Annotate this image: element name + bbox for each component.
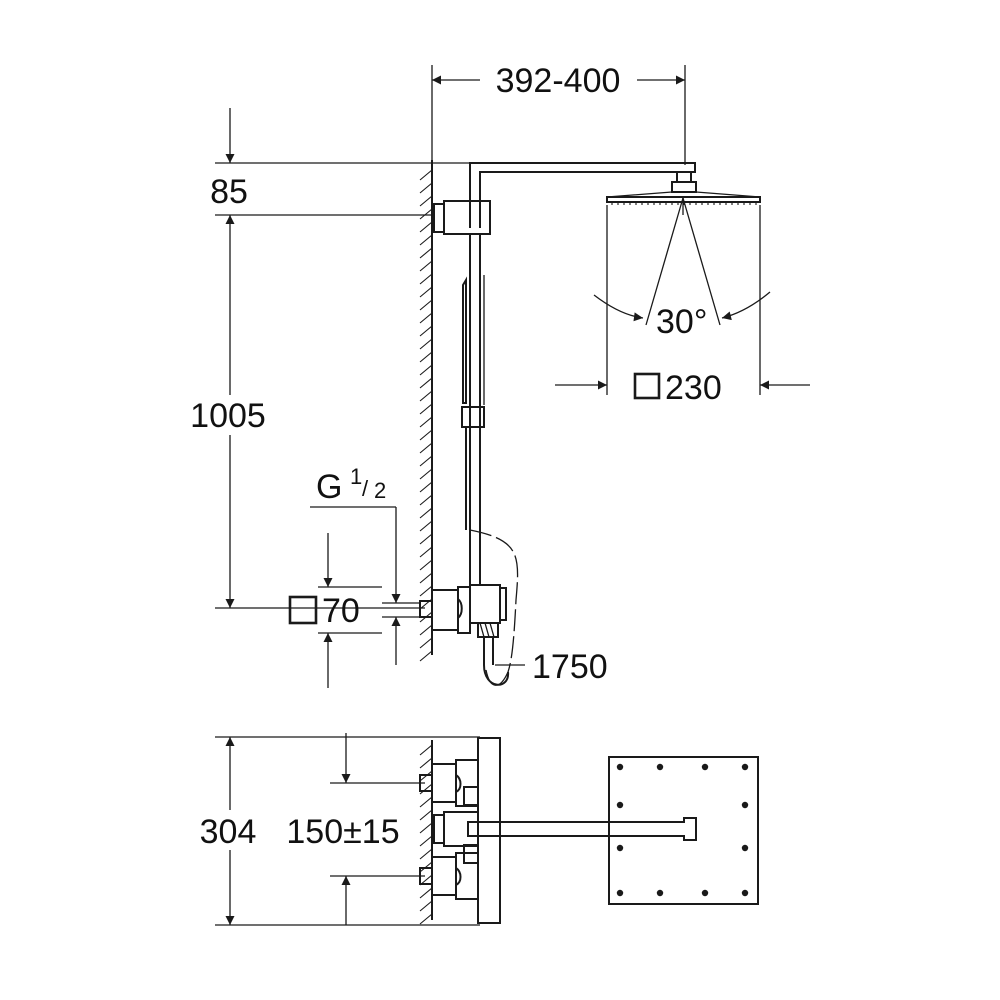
thermostat-top: [419, 737, 501, 924]
wall-hatch-line: [419, 585, 433, 597]
wall-hatch-line: [419, 299, 433, 311]
wall-hatch-line: [419, 221, 433, 233]
dim-hose-length: 1750: [495, 648, 608, 686]
wall-hatch-line: [419, 887, 433, 899]
wall-hatch-line: [419, 390, 433, 402]
head-top: [608, 756, 759, 905]
thread-numerator: 1: [350, 464, 362, 489]
nozzle-dot: [741, 844, 749, 852]
thermostat-valve: [419, 584, 510, 686]
wall-hatch-line: [419, 546, 433, 558]
wall-hatch-line: [419, 520, 433, 532]
nozzle-dot: [616, 889, 624, 897]
wall-hatch-line: [419, 507, 433, 519]
wall-hatch-line: [419, 169, 433, 181]
wall-hatch-line: [419, 848, 433, 860]
dim-depth: 304: [200, 736, 480, 926]
hand-shower: [461, 275, 485, 530]
valve-square-label: 70: [322, 592, 360, 630]
hose-length-label: 1750: [532, 648, 608, 686]
nozzle-dot: [616, 844, 624, 852]
thread-slash: /: [362, 476, 369, 501]
wall-hatch-line: [419, 900, 433, 912]
top-offset-label: 85: [210, 173, 248, 211]
shower-head: [606, 171, 761, 395]
nozzle-dot: [741, 889, 749, 897]
wall-hatch-line: [419, 312, 433, 324]
nozzle-dot: [701, 889, 709, 897]
nozzle-dot: [616, 801, 624, 809]
nozzle-dot: [741, 763, 749, 771]
dim-spacing: 150±15: [286, 733, 425, 925]
wall-front: [419, 160, 433, 662]
wall-hatch-line: [419, 744, 433, 756]
wall-hatch-line: [419, 325, 433, 337]
wall-hatch-line: [419, 208, 433, 220]
thread-label: G: [316, 468, 342, 506]
thread-denominator: 2: [374, 478, 386, 503]
dim-head-square: 230: [555, 369, 810, 407]
wall-hatch-line: [419, 377, 433, 389]
wall-hatch-line: [419, 533, 433, 545]
wall-hatch-line: [419, 624, 433, 636]
arm-top: [467, 817, 697, 841]
wall-hatch-line: [419, 182, 433, 194]
wall-hatch-line: [419, 809, 433, 821]
wall-hatch-line: [419, 273, 433, 285]
wall-hatch-line: [419, 835, 433, 847]
wall-hatch-line: [419, 416, 433, 428]
head-square-label: 230: [665, 369, 722, 407]
dim-arm-length: 392-400: [431, 62, 686, 165]
dim-top-offset: 85: [210, 108, 470, 260]
nozzle-dot: [656, 763, 664, 771]
arm-length-label: 392-400: [496, 62, 621, 100]
wall-hatch-line: [419, 260, 433, 272]
top-view: 304 150±15: [200, 733, 759, 926]
square-symbol: [633, 372, 661, 400]
wall-bracket: [433, 200, 491, 235]
nozzle-dot: [656, 889, 664, 897]
dim-valve-square: 70: [288, 533, 420, 688]
wall-hatch-line: [419, 650, 433, 662]
wall-hatch-line: [419, 429, 433, 441]
wall-hatch-line: [419, 364, 433, 376]
shower-arm: [469, 162, 696, 228]
dim-head-angle: 30°: [593, 291, 771, 341]
dim-height: 1005: [190, 260, 425, 609]
nozzle-dot: [616, 763, 624, 771]
depth-label: 304: [200, 813, 257, 851]
wall-hatch-line: [419, 637, 433, 649]
wall-hatch-line: [419, 559, 433, 571]
wall-hatch-line: [419, 195, 433, 207]
wall-hatch-line: [419, 442, 433, 454]
wall-hatch-line: [419, 757, 433, 769]
wall-hatch-line: [419, 481, 433, 493]
spacing-label: 150±15: [286, 813, 399, 851]
front-view: 392-400 85 1005: [190, 62, 810, 688]
wall-hatch-line: [419, 796, 433, 808]
wall-hatch-line: [419, 286, 433, 298]
wall-hatch-line: [419, 234, 433, 246]
square-symbol: [288, 595, 318, 625]
wall-hatch-line: [419, 572, 433, 584]
wall-hatch-line: [419, 783, 433, 795]
head-angle-label: 30°: [656, 303, 707, 341]
wall-top: [419, 740, 433, 925]
wall-hatch-line: [419, 338, 433, 350]
nozzle-dot: [741, 801, 749, 809]
wall-hatch-line: [419, 494, 433, 506]
wall-hatch-line: [419, 468, 433, 480]
wall-hatch-line: [419, 455, 433, 467]
wall-hatch-line: [419, 351, 433, 363]
wall-hatch-line: [419, 247, 433, 259]
wall-hatch-line: [419, 913, 433, 925]
height-label: 1005: [190, 397, 266, 435]
dim-thread: G 1 / 2: [310, 464, 401, 603]
wall-hatch-line: [419, 822, 433, 834]
wall-hatch-line: [419, 403, 433, 415]
nozzle-dot: [701, 763, 709, 771]
